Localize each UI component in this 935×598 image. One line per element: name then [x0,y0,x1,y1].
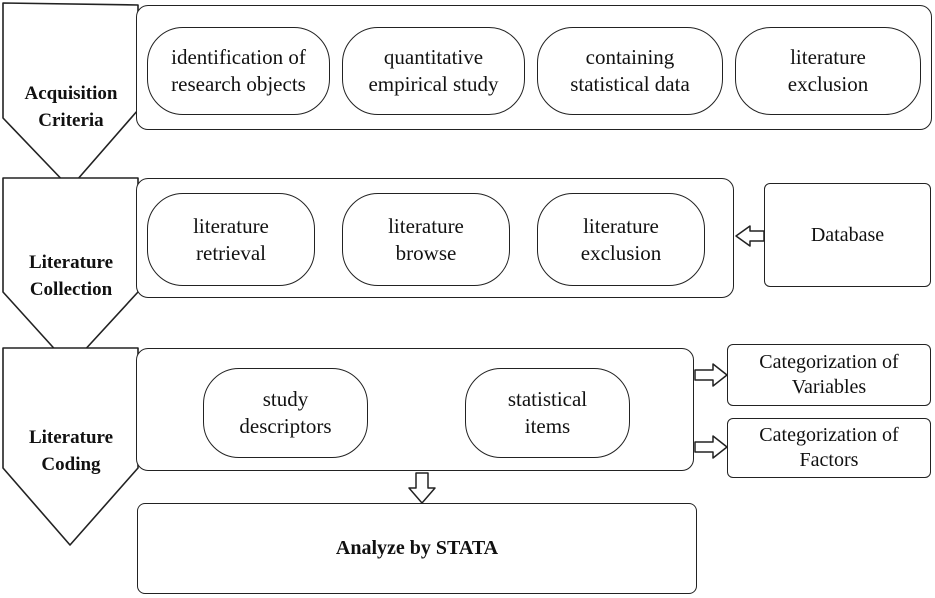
stage-label-collection: Literature Collection [28,252,114,300]
stage-label-coding: Literature Coding [28,427,114,475]
analyze-box: Analyze by STATA [137,503,697,594]
stage-label-acquisition: Acquisition Criteria [24,83,118,131]
arrow-right-icon [694,363,728,387]
chevron-acquisition [2,2,139,189]
chevron-collection [2,177,139,367]
arrow-down-icon [408,472,436,504]
arrow-right-icon [694,435,728,459]
arrow-left-icon [735,225,765,247]
chevron-coding [2,347,139,546]
database-box: Database [764,183,931,287]
